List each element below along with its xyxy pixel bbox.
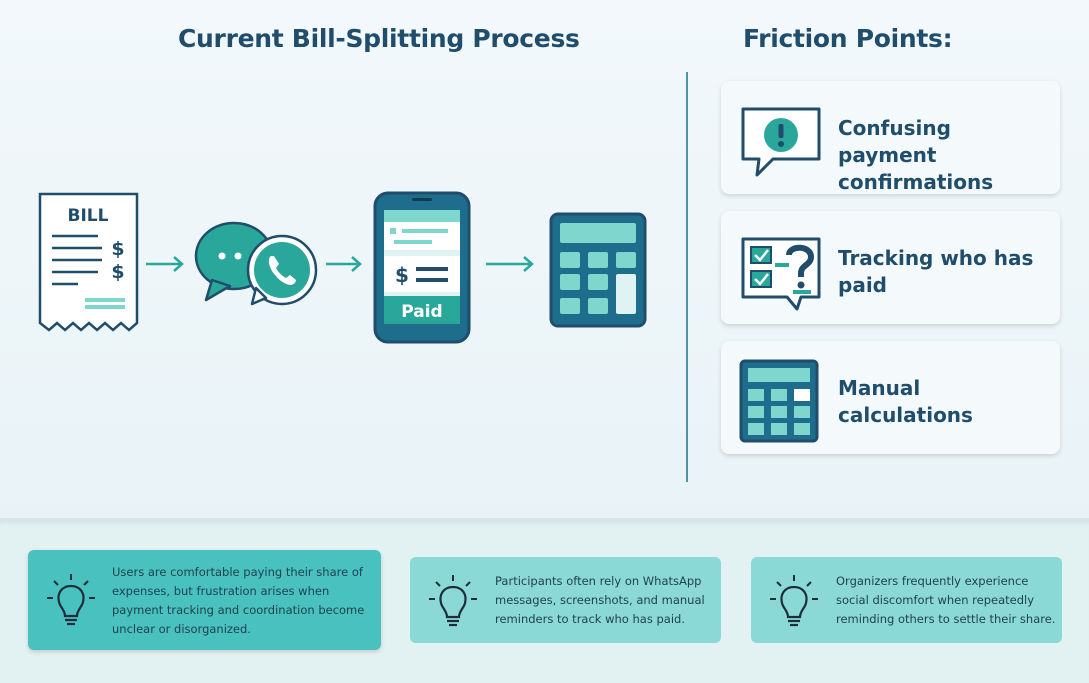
friction-label: Tracking who has paid bbox=[838, 246, 1034, 297]
bill-receipt-icon: BILL $ $ bbox=[38, 192, 139, 332]
calculator-icon bbox=[549, 212, 647, 328]
insight-text: Organizers frequently experience social … bbox=[836, 574, 1056, 626]
arrow-3-icon bbox=[486, 256, 534, 272]
checklist-question-icon bbox=[741, 237, 821, 311]
calculator-icon bbox=[739, 359, 819, 443]
alert-speech-bubble-icon bbox=[741, 107, 821, 177]
arrow-1-icon bbox=[146, 256, 184, 272]
friction-title: Friction Points: bbox=[743, 24, 953, 53]
lightbulb-icon bbox=[770, 575, 818, 627]
bill-dollar-1: $ bbox=[111, 238, 124, 260]
friction-label: Manual calculations bbox=[838, 376, 973, 427]
section-divider bbox=[686, 72, 688, 482]
friction-card-tracking-payments: Tracking who has paid bbox=[721, 211, 1060, 324]
process-title: Current Bill-Splitting Process bbox=[178, 24, 580, 53]
phone-payment-icon: $ Paid bbox=[373, 191, 471, 344]
friction-card-manual-calculations: Manual calculations bbox=[721, 341, 1060, 454]
bill-label: BILL bbox=[68, 206, 109, 226]
insight-text: Users are comfortable paying their share… bbox=[112, 565, 365, 636]
paid-label: Paid bbox=[401, 302, 442, 322]
lightbulb-icon bbox=[47, 574, 95, 626]
insight-card-2: Participants often rely on WhatsApp mess… bbox=[410, 557, 721, 643]
lightbulb-icon bbox=[429, 575, 477, 627]
insight-text: Participants often rely on WhatsApp mess… bbox=[495, 574, 705, 626]
friction-card-confusing-confirmations: Confusing payment confirmations bbox=[721, 81, 1060, 194]
phone-dollar: $ bbox=[395, 263, 409, 287]
friction-label: Confusing payment confirmations bbox=[838, 116, 994, 194]
whatsapp-chat-icon bbox=[194, 221, 318, 306]
insight-card-3: Organizers frequently experience social … bbox=[751, 557, 1062, 643]
arrow-2-icon bbox=[326, 256, 362, 272]
insight-card-1: Users are comfortable paying their share… bbox=[28, 550, 381, 650]
bill-dollar-2: $ bbox=[111, 261, 124, 283]
